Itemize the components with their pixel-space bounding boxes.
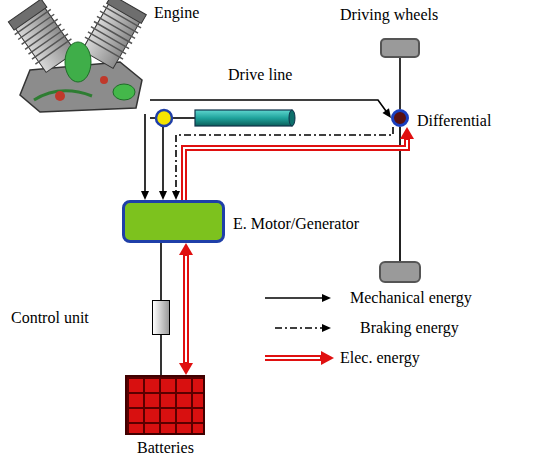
clutch-coupling (156, 110, 172, 126)
plain-connector (161, 335, 162, 375)
drive-line-cylinder (195, 110, 292, 126)
connector-inner (185, 256, 187, 362)
arrow-head (322, 324, 331, 332)
engine-pipe (34, 91, 92, 100)
legend-line (265, 297, 322, 299)
component-label: Driving wheels (340, 6, 438, 24)
component-label: Batteries (137, 439, 194, 457)
connector-line (184, 138, 407, 200)
arrow-head (382, 108, 391, 118)
wheel (380, 262, 420, 282)
shaft (172, 117, 195, 119)
legend-text: Braking energy (360, 319, 459, 337)
mech-connector (150, 100, 391, 118)
engine-cover (113, 84, 135, 100)
legend-line (275, 327, 322, 329)
wheel: Driving wheels (380, 38, 420, 58)
plain-connector (400, 58, 401, 109)
arrow-head (172, 191, 180, 200)
engine-cover (65, 42, 91, 82)
mech-connector (141, 114, 149, 200)
plain-connector (161, 243, 162, 300)
cylinder-end (289, 110, 295, 126)
connector-line (160, 243, 162, 300)
component-label: Control unit (11, 309, 89, 327)
elec-connector (184, 127, 414, 200)
elec-connector (179, 243, 193, 375)
engine-detail (55, 91, 65, 101)
legend-samples (265, 294, 334, 365)
battery-pack: Batteries (125, 375, 205, 435)
legend-line (265, 355, 322, 361)
connector-line (150, 100, 386, 112)
cooling-fins (85, 6, 141, 59)
component-label: E. Motor/Generator (233, 215, 359, 233)
brake-connector (172, 127, 393, 200)
component-label: Engine (154, 4, 199, 22)
connector-line (160, 335, 162, 375)
arrow-head (322, 294, 331, 302)
connector-line (399, 58, 401, 109)
arrow-head (141, 191, 149, 200)
component-label: Differential (417, 112, 491, 130)
connector-line (144, 114, 146, 192)
arrow-head (159, 191, 167, 200)
cooling-fins (15, 9, 72, 64)
part-label: Drive line (228, 66, 292, 84)
arrow-head (179, 243, 193, 255)
connector-inner (184, 140, 407, 200)
motor-generator-box: E. Motor/Generator (122, 200, 225, 243)
arrow-head (321, 351, 334, 365)
arrow-head (400, 127, 414, 139)
mechanical-line (162, 127, 164, 191)
engine-illustration (7, 0, 148, 112)
connector-line (176, 127, 393, 192)
engine-figure: Engine (2, 2, 150, 114)
legend-line (265, 357, 320, 359)
legend-text: Mechanical energy (350, 289, 472, 307)
legend-text: Elec. energy (340, 349, 420, 367)
arrow-head (179, 363, 193, 375)
control-unit-box: Control unit (152, 300, 170, 335)
connector-line (183, 254, 189, 364)
drive-line-shaft (195, 110, 295, 126)
engine-detail (100, 76, 108, 84)
differential-circle: Differential (391, 109, 409, 127)
